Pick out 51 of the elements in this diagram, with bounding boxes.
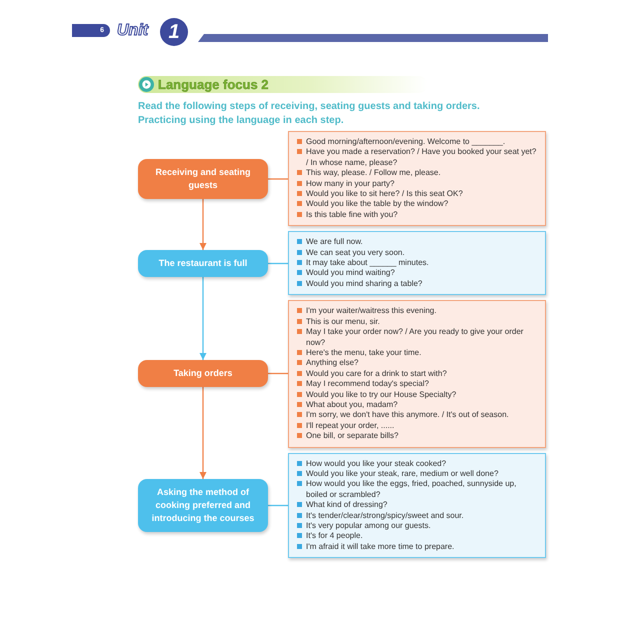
phrase-item: What about you, madam? [297,400,537,410]
phrase-item: May I take your order now? / Are you ready to give your order now? [297,327,537,348]
phrase-item: Would you like to sit here? / Is this seat OK? [297,189,537,200]
step-box: The restaurant is full [138,250,268,277]
phrase-item: This way, please. / Follow me, please. [297,168,537,179]
connector-line [268,178,288,180]
phrase-item: Would you like the table by the window? [297,199,537,210]
phrase-item: Would you like your steak, rare, medium or well done? [297,468,537,480]
phrase-item: May I recommend today's special? [297,379,537,390]
phrase-item: We are full now. [297,237,537,248]
arrow [200,199,206,250]
phrase-item: Would you mind sharing a table? [297,278,537,290]
phrase-item: I'm afraid it will take more time to prepare. [297,542,537,552]
phrase-item: How many in your party? [297,178,537,190]
phrase-item: It's very popular among our guests. [297,521,537,532]
section-title: Language focus 2 [158,77,269,92]
connector-line [268,504,288,506]
phrase-item: Here's the menu, take your time. [297,348,537,358]
connector-line [268,262,288,264]
phrase-item: Would you mind waiting? [297,268,537,279]
phrase-item: I'll repeat your order, ...... [297,420,537,432]
arrow [200,277,206,360]
connector-line [268,372,288,374]
phrase-item: What kind of dressing? [297,500,537,511]
step-box: Taking orders [138,360,268,387]
phrase-item: It may take about ______ minutes. [297,258,537,268]
phrase-item: I'm sorry, we don't have this anymore. / It's out of season. [297,410,537,421]
phrase-item: It's tender/clear/strong/spicy/sweet and sour. [297,510,537,521]
phrase-item: How would you like the eggs, fried, poached, sunnyside up, boiled or scrambled? [297,479,537,500]
phrase-item: One bill, or separate bills? [297,431,537,442]
step-box: Asking the method of cooking preferred and introducing the courses [138,479,268,532]
unit-number: 1 [160,18,188,46]
phrase-item: It's for 4 people. [297,531,537,542]
phrase-item: This is our menu, sir. [297,316,537,328]
phrase-item: Have you made a reservation? / Have you booked your seat yet? / In whose name, please? [297,147,537,168]
unit-heading: Unit [117,22,148,40]
phrase-item: Would you care for a drink to start with? [297,368,537,380]
phrase-box [288,300,546,448]
phrase-item: How would you like your steak cooked? [297,458,537,469]
phrase-box [288,452,546,558]
phrase-item: Would you like to try our House Specialty? [297,390,537,400]
phrase-item: We can seat you very soon. [297,248,537,258]
instruction-text: Read the following steps of receiving, seating guests and taking orders. Practicing using the language in each step. [138,100,481,128]
phrase-box [288,231,546,296]
phrase-item: I'm your waiter/waitress this evening. [297,306,537,317]
phrase-item: Good morning/afternoon/evening. Welcome to _______. [297,137,537,148]
step-box: Receiving and seating guests [138,159,268,199]
phrase-item: Is this table fine with you? [297,210,537,220]
phrase-box [288,131,546,226]
arrow [200,387,206,479]
phrase-item: Anything else? [297,358,537,369]
